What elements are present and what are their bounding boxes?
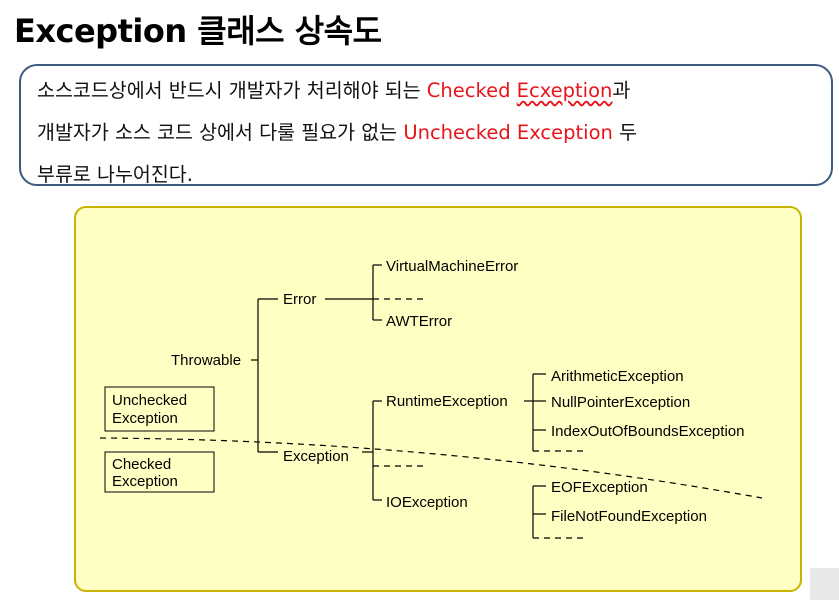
unchecked-exception-term: Unchecked Exception (403, 121, 613, 144)
description-line-1-suffix: 과 (612, 79, 631, 102)
node-throwable: Throwable (171, 352, 241, 369)
node-eofexception: EOFException (551, 479, 648, 496)
spelling-error-word: Ecxeption (516, 79, 613, 102)
node-nullpointerexception: NullPointerException (551, 394, 690, 411)
corner-decoration (810, 568, 839, 600)
node-ioexception: IOException (386, 494, 468, 511)
node-exception: Exception (283, 448, 349, 465)
legend-checked-box (104, 451, 215, 493)
page-title: Exception 클래스 상속도 (14, 12, 382, 50)
description-line-2: 개발자가 소스 코드 상에서 다룰 필요가 없는 Unchecked Excep… (37, 116, 637, 145)
description-line-2-text: 개발자가 소스 코드 상에서 다룰 필요가 없는 (37, 121, 404, 144)
node-indexoutofboundsexception: IndexOutOfBoundsException (551, 423, 744, 440)
node-arithmeticexception: ArithmeticException (551, 368, 684, 385)
description-line-3: 부류로 나누어진다. (37, 163, 193, 186)
description-line-1-text: 소스코드상에서 반드시 개발자가 처리해야 되는 (37, 79, 427, 102)
description-line-1: 소스코드상에서 반드시 개발자가 처리해야 되는 Checked Ecxepti… (37, 74, 630, 103)
checked-exception-term-part1: Checked (426, 79, 517, 102)
legend-checked-line1: Checked (112, 456, 171, 473)
node-virtualmachineerror: VirtualMachineError (386, 258, 518, 275)
legend-checked-line2: Exception (112, 473, 178, 490)
node-error: Error (283, 291, 316, 308)
legend-unchecked-line1: Unchecked (112, 392, 187, 409)
checked-unchecked-boundary (99, 437, 763, 499)
legend-unchecked-line2: Exception (112, 410, 178, 427)
node-filenotfoundexception: FileNotFoundException (551, 508, 707, 525)
node-runtimeexception: RuntimeException (386, 393, 508, 410)
description-line-2-suffix: 두 (612, 121, 638, 144)
checked-exception-term: Checked Ecxeption (427, 79, 613, 102)
description-callout: 소스코드상에서 반드시 개발자가 처리해야 되는 Checked Ecxepti… (19, 64, 833, 186)
legend-unchecked-box (104, 386, 215, 432)
node-awterror: AWTError (386, 313, 452, 330)
